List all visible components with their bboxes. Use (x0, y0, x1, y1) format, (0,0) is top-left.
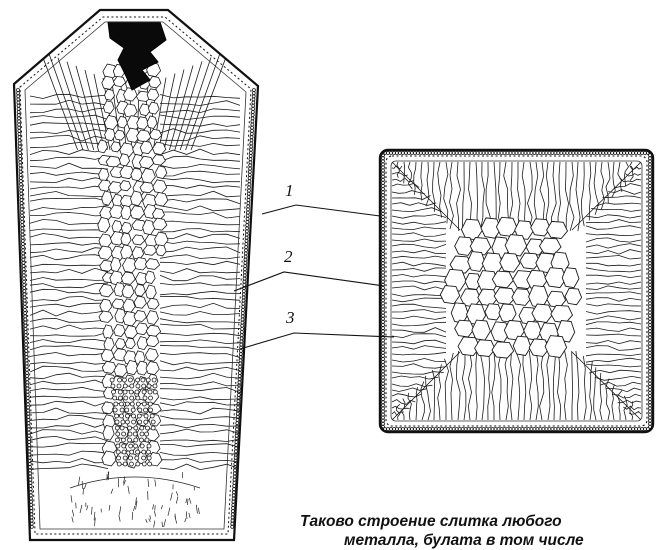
leader-3 (240, 333, 394, 349)
caption: Таково строение слитка любого металла, б… (300, 512, 656, 550)
cross-equiaxed-zone (440, 217, 581, 358)
bottom-cone-zone (70, 471, 200, 527)
leader-1 (262, 205, 380, 216)
label-3: 3 (285, 308, 295, 327)
label-2: 2 (284, 247, 293, 266)
cross-section (380, 150, 653, 432)
caption-line-2: металла, булата в том числе (300, 531, 656, 550)
caption-line-1: Таково строение слитка любого (300, 512, 656, 531)
longitudinal-section (14, 10, 258, 540)
label-1: 1 (285, 181, 294, 200)
leader-2 (234, 272, 384, 291)
